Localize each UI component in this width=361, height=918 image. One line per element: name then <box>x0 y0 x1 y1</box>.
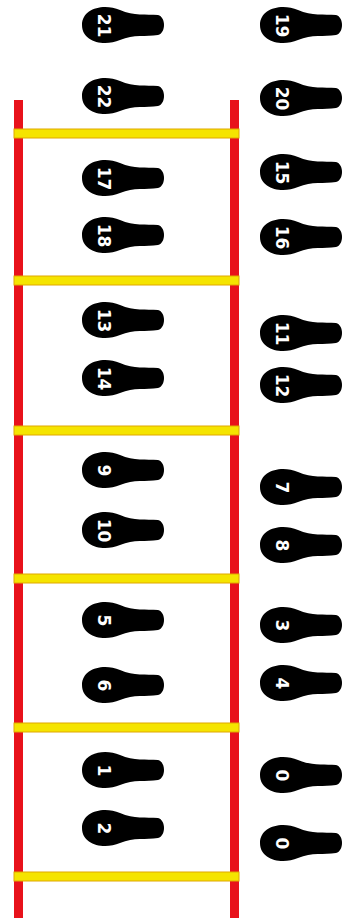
footprint-shape <box>256 752 344 798</box>
footprint-shape <box>78 447 166 493</box>
footprint: 20 <box>256 75 344 121</box>
step-number: 8 <box>274 539 291 551</box>
footprint-shape <box>256 2 344 48</box>
footprint: 8 <box>256 522 344 568</box>
footprint-shape <box>256 149 344 195</box>
footprint-shape <box>78 155 166 201</box>
step-number: 0 <box>274 837 291 849</box>
ladder-rung <box>14 723 239 732</box>
footprint: 3 <box>256 602 344 648</box>
step-number: 15 <box>273 160 290 184</box>
footprint-shape <box>78 507 166 553</box>
step-number: 11 <box>273 321 290 345</box>
footprint-shape <box>256 660 344 706</box>
footprint-shape <box>256 820 344 866</box>
footprint: 11 <box>256 310 344 356</box>
step-number: 4 <box>274 677 291 689</box>
step-number: 0 <box>274 769 291 781</box>
footprint: 13 <box>78 297 166 343</box>
step-number: 9 <box>96 464 113 476</box>
step-number: 20 <box>273 86 290 110</box>
footprint: 7 <box>256 464 344 510</box>
footprint: 6 <box>78 662 166 708</box>
footprint-shape <box>256 214 344 260</box>
step-number: 22 <box>95 84 112 108</box>
footprint-shape <box>78 297 166 343</box>
step-number: 18 <box>95 223 112 247</box>
footprint-shape <box>256 522 344 568</box>
step-number: 13 <box>95 308 112 332</box>
footprint: 0 <box>256 820 344 866</box>
footprint: 1 <box>78 747 166 793</box>
footprint: 17 <box>78 155 166 201</box>
step-number: 16 <box>273 225 290 249</box>
footprint-shape <box>78 597 166 643</box>
step-number: 1 <box>96 764 113 776</box>
ladder-rail <box>230 100 239 918</box>
step-number: 7 <box>274 481 291 493</box>
step-number: 21 <box>95 13 112 37</box>
footprint: 16 <box>256 214 344 260</box>
footprint-shape <box>78 2 166 48</box>
footprint-shape <box>256 602 344 648</box>
ladder-rung <box>14 426 239 435</box>
ladder-rung <box>14 276 239 285</box>
footprint-shape <box>78 355 166 401</box>
step-number: 6 <box>96 679 113 691</box>
step-number: 10 <box>95 518 112 542</box>
footprint-shape <box>256 75 344 121</box>
footprint-shape <box>78 73 166 119</box>
footprint: 10 <box>78 507 166 553</box>
step-number: 19 <box>273 13 290 37</box>
footprint: 5 <box>78 597 166 643</box>
footprint-shape <box>256 464 344 510</box>
step-number: 14 <box>95 366 112 390</box>
footprint-shape <box>78 805 166 851</box>
footprint: 12 <box>256 362 344 408</box>
step-number: 12 <box>273 373 290 397</box>
footprint: 4 <box>256 660 344 706</box>
step-number: 3 <box>274 619 291 631</box>
footprint: 15 <box>256 149 344 195</box>
footprint-shape <box>78 662 166 708</box>
footprint: 18 <box>78 212 166 258</box>
ladder-rung <box>14 129 239 138</box>
footprint: 9 <box>78 447 166 493</box>
step-number: 2 <box>96 822 113 834</box>
footprint: 0 <box>256 752 344 798</box>
footprint-shape <box>78 212 166 258</box>
footprint: 19 <box>256 2 344 48</box>
step-number: 17 <box>95 166 112 190</box>
footprint: 21 <box>78 2 166 48</box>
ladder-rung <box>14 872 239 881</box>
footprint: 22 <box>78 73 166 119</box>
footprint-shape <box>256 362 344 408</box>
footprint-shape <box>78 747 166 793</box>
footprint-shape <box>256 310 344 356</box>
footprint: 2 <box>78 805 166 851</box>
step-number: 5 <box>96 614 113 626</box>
footprint: 14 <box>78 355 166 401</box>
ladder-rail <box>14 100 23 918</box>
ladder-rung <box>14 574 239 583</box>
